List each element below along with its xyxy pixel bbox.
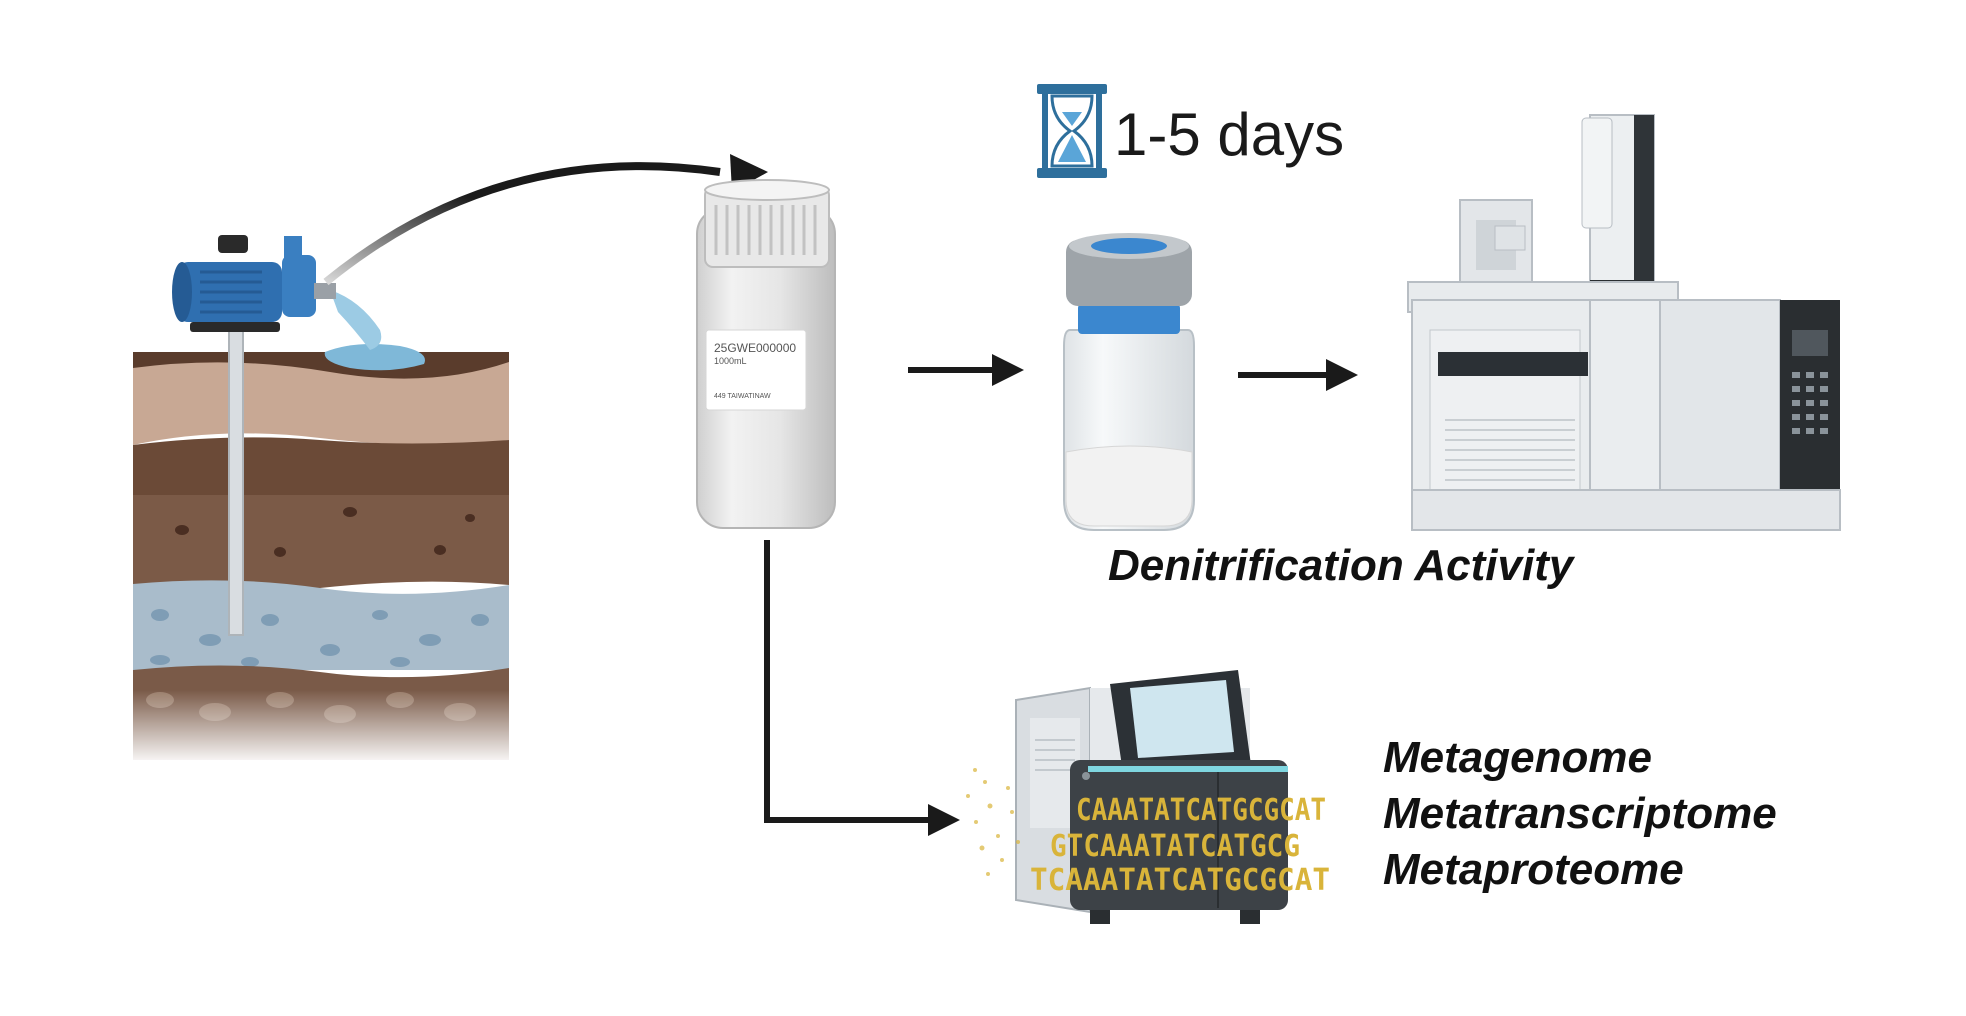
dna-row-3: TCAAATATCATGCGCAT bbox=[1030, 863, 1330, 898]
sample-bottle: 25GWE000000 1000mL 449 TAIWATINAW bbox=[696, 179, 836, 529]
well-pipe bbox=[228, 329, 244, 636]
denitrification-activity-label: Denitrification Activity bbox=[1108, 541, 1576, 590]
keypad-keys bbox=[1792, 372, 1828, 434]
sequencer-front-panel bbox=[1070, 760, 1288, 910]
water-stream bbox=[330, 290, 382, 350]
omics-label-metatranscriptome: Metatranscriptome bbox=[1383, 789, 1777, 838]
arrow-pump-to-bottle bbox=[323, 162, 721, 286]
sequencer-screen bbox=[1130, 680, 1234, 758]
soil-mid-layer bbox=[133, 437, 509, 495]
gas-chromatograph bbox=[1407, 114, 1841, 531]
arrow-bottle-to-sequencer bbox=[764, 540, 930, 823]
soil-deep-layer bbox=[133, 495, 509, 593]
water-pump bbox=[172, 235, 336, 332]
soil-profile bbox=[133, 290, 509, 765]
arrow-vial-to-instrument-head bbox=[1326, 359, 1358, 391]
instrument-keypad-panel bbox=[1780, 300, 1840, 490]
groundwater-pebbles bbox=[150, 609, 489, 667]
duration-label: 1-5 days bbox=[1114, 101, 1344, 168]
vial-sample bbox=[1065, 445, 1193, 527]
dna-row-2: GTCAAATATCATGCG bbox=[1050, 829, 1300, 864]
bottle-label-line1: 25GWE000000 bbox=[714, 341, 796, 355]
vial-septum bbox=[1091, 238, 1167, 254]
arrow-bottle-to-sequencer-head bbox=[928, 804, 960, 836]
bottle-label-line2: 1000mL bbox=[714, 356, 747, 366]
bottle-label bbox=[705, 329, 807, 411]
hourglass-icon bbox=[1037, 84, 1107, 178]
dna-sequence-overlay: CAAATATCATGCGCAT GTCAAATATCATGCG TCAAATA… bbox=[966, 768, 1330, 898]
soil-pebbles bbox=[175, 507, 475, 557]
soil-light-layer bbox=[133, 362, 509, 445]
groundwater-layer bbox=[133, 580, 509, 670]
arrow-bottle-to-vial-head bbox=[992, 354, 1024, 386]
sample-vial bbox=[1063, 233, 1195, 531]
dna-row-1: CAAATATCATGCGCAT bbox=[1076, 793, 1326, 828]
dna-scatter bbox=[966, 768, 1020, 876]
vial-cap-ring bbox=[1078, 304, 1180, 334]
bottle-label-line3: 449 TAIWATINAW bbox=[714, 393, 771, 400]
soil-fade bbox=[133, 690, 509, 765]
omics-label-metaproteome: Metaproteome bbox=[1383, 845, 1684, 894]
omics-label-metagenome: Metagenome bbox=[1383, 733, 1652, 782]
water-puddle bbox=[324, 344, 425, 371]
instrument-display-bar bbox=[1438, 352, 1588, 376]
sequencer bbox=[1015, 670, 1288, 924]
